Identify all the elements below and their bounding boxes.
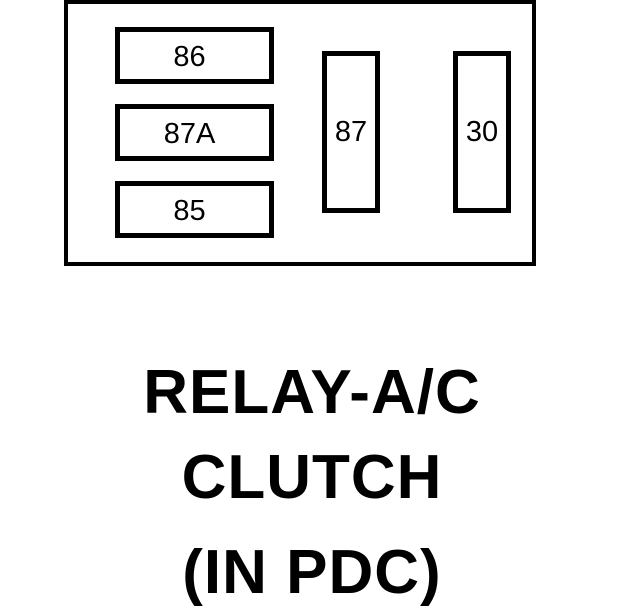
pin-87-label: 87 [334,115,368,148]
caption-line-2: CLUTCH [181,443,443,512]
pin-30-terminal: 30 [453,51,511,213]
pin-87-terminal: 87 [322,51,380,213]
pin-85-terminal: 85 [115,181,274,238]
pin-86-terminal: 86 [115,27,274,84]
pin-30-label: 30 [465,115,499,148]
caption-line-3: (IN PDC) [182,538,442,607]
pin-87a-label: 87A [163,118,216,150]
pin-87a-terminal: 87A [115,104,274,161]
pin-86-label: 86 [173,41,206,73]
pin-85-label: 85 [173,195,206,227]
caption-line-1: RELAY-A/C [143,358,481,427]
